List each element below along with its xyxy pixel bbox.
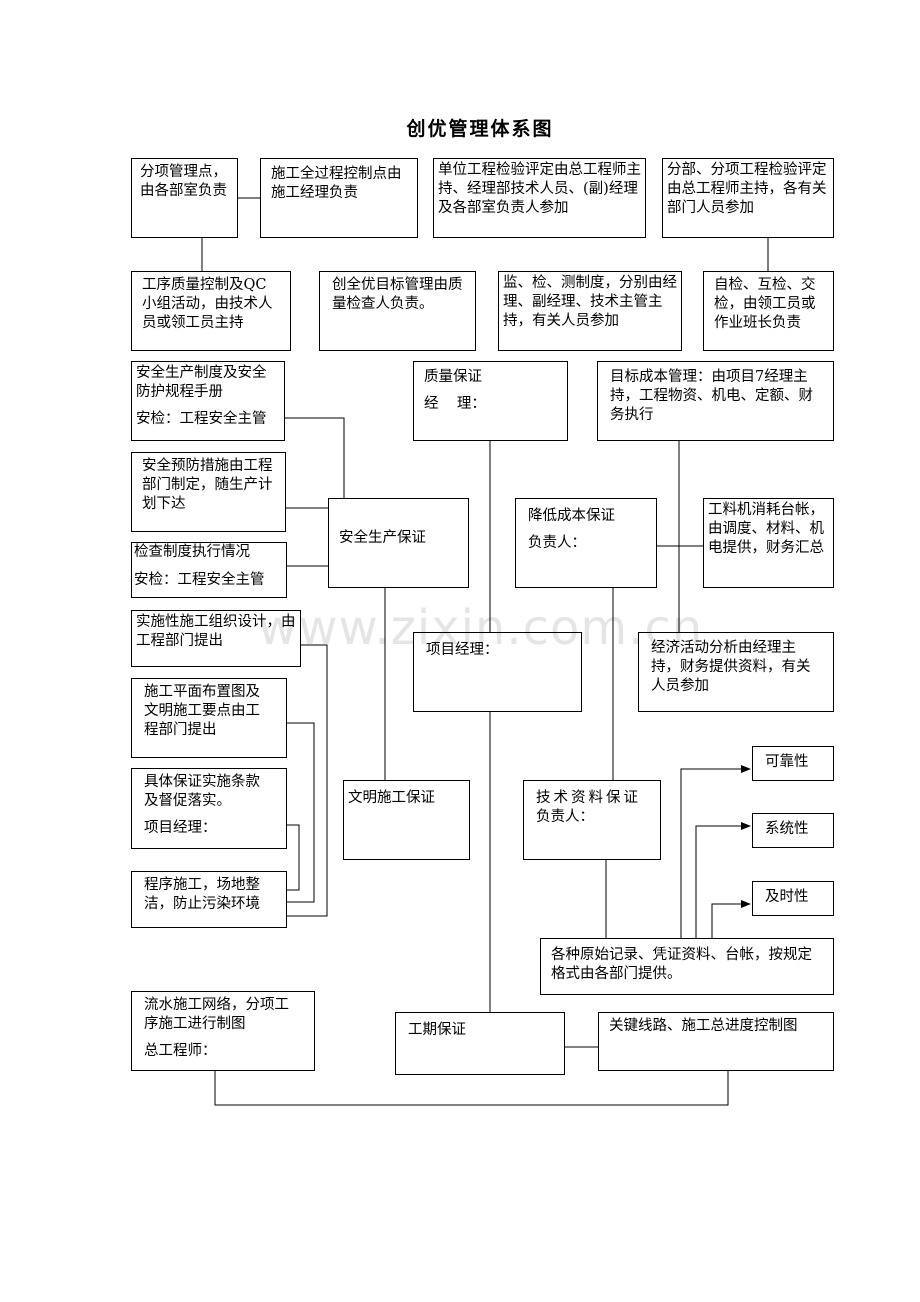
box-construction-design: 实施性施工组织设计，由工程部门提出	[131, 610, 301, 667]
watermark-text: www.zixin.com.cn	[258, 600, 704, 656]
box-text: 工序质量控制及QC小组活动，由技术人员或领工员主持	[142, 277, 273, 331]
box-timeliness: 及时性	[752, 881, 834, 916]
box-text: 工料机消耗台帐，由调度、材料、机电提供，财务汇总	[708, 502, 824, 556]
box-excellence-target: 创全优目标管理由质量检查人负责。	[319, 271, 476, 351]
connector	[285, 417, 345, 498]
box-text: 可靠性	[765, 754, 809, 770]
box-text: 质量保证	[424, 369, 482, 385]
box-economic-analysis: 经济活动分析由经理主持，财务提供资料，有关人员参加	[638, 632, 834, 712]
box-text: 关键线路、施工总进度控制图	[609, 1018, 798, 1034]
box-orderly-construction: 程序施工，场地整洁，防止污染环境	[131, 871, 287, 928]
box-text: 目标成本管理：由项目7经理主持，工程物资、机电、定额、财务执行	[610, 369, 813, 423]
connector	[214, 1071, 729, 1106]
box-text: 分项管理点，由各部室负责	[140, 164, 227, 199]
box-text: 程序施工，场地整洁，防止污染环境	[144, 877, 260, 912]
box-text: 技术资料保证	[536, 790, 641, 806]
page-title: 创优管理体系图	[406, 118, 554, 140]
box-text: 项目经理：	[144, 820, 217, 836]
box-text: 安检：工程安全主管	[136, 411, 267, 427]
box-safety-precautions: 安全预防措施由工程部门制定，随生产计划下达	[131, 452, 286, 532]
box-schedule-assurance: 工期保证	[395, 1012, 565, 1075]
box-text: 安全生产制度及安全防护规程手册	[136, 365, 267, 400]
box-critical-path: 关键线路、施工总进度控制图	[598, 1012, 834, 1071]
box-text: 创全优目标管理由质量检查人负责。	[332, 277, 463, 312]
box-consumption-ledger: 工料机消耗台帐，由调度、材料、机电提供，财务汇总	[703, 498, 834, 588]
box-text: 监、检、测制度，分别由经理、副经理、技术主管主持，有关人员参加	[503, 275, 677, 329]
connector	[695, 822, 751, 938]
box-text: 分部、分项工程检验评定由总工程师主持，各有关部门人员参加	[667, 162, 827, 216]
box-original-records: 各种原始记录、凭证资料、台帐，按规定格式由各部门提供。	[540, 938, 834, 995]
box-site-layout: 施工平面布置图及文明施工要点由工程部门提出	[131, 678, 287, 758]
box-text: 经 理：	[424, 396, 486, 412]
connector	[711, 900, 751, 938]
box-text: 流水施工网络，分项工序施工进行制图	[144, 997, 289, 1032]
box-monitoring-system: 监、检、测制度，分别由经理、副经理、技术主管主持，有关人员参加	[498, 271, 682, 351]
box-target-cost: 目标成本管理：由项目7经理主持，工程物资、机电、定额、财务执行	[597, 361, 834, 441]
box-sub-inspection: 分部、分项工程检验评定由总工程师主持，各有关部门人员参加	[662, 158, 834, 238]
box-text: 施工平面布置图及文明施工要点由工程部门提出	[144, 684, 260, 738]
box-text: 工期保证	[408, 1022, 466, 1038]
connector	[680, 765, 751, 938]
box-text: 安全预防措施由工程部门制定，随生产计划下达	[142, 458, 273, 512]
box-implementation-terms: 具体保证实施条款及督促落实。 项目经理：	[131, 768, 287, 849]
box-flow-network: 流水施工网络，分项工序施工进行制图 总工程师：	[131, 991, 315, 1071]
box-text: 具体保证实施条款及督促落实。	[144, 774, 260, 809]
box-safety-assurance: 安全生产保证	[328, 498, 469, 588]
box-safety-manual: 安全生产制度及安全防护规程手册 安检：工程安全主管	[131, 361, 285, 441]
box-text: 实施性施工组织设计，由工程部门提出	[136, 614, 296, 649]
box-text: 单位工程检验评定由总工程师主持、经理部技术人员、(副)经理及各部室负责人参加	[438, 162, 641, 216]
connector	[287, 644, 328, 917]
box-project-manager: 项目经理：	[413, 632, 582, 712]
box-self-inspection: 自检、互检、交检，由领工员或作业班长负责	[703, 271, 834, 351]
box-cost-reduction: 降低成本保证 负责人：	[515, 498, 657, 588]
box-item-management-point: 分项管理点，由各部室负责	[131, 158, 238, 238]
box-inspection-execution: 检查制度执行情况 安检：工程安全主管	[131, 542, 287, 598]
box-text: 施工全过程控制点由施工经理负责	[271, 166, 402, 201]
box-unit-inspection: 单位工程检验评定由总工程师主持、经理部技术人员、(副)经理及各部室负责人参加	[433, 158, 646, 238]
box-text: 总工程师：	[144, 1043, 217, 1059]
box-text: 经济活动分析由经理主持，财务提供资料，有关人员参加	[651, 640, 811, 694]
box-text: 降低成本保证	[528, 508, 615, 524]
connector	[287, 722, 315, 903]
box-text: 系统性	[765, 821, 809, 837]
box-text: 检查制度执行情况	[134, 544, 250, 560]
box-quality-assurance: 质量保证 经 理：	[413, 361, 568, 441]
box-systematic: 系统性	[752, 813, 834, 848]
box-text: 负责人：	[536, 809, 594, 825]
box-qc-activities: 工序质量控制及QC小组活动，由技术人员或领工员主持	[131, 271, 291, 351]
box-technical-data: 技术资料保证 负责人：	[523, 780, 661, 860]
box-civilized-construction: 文明施工保证	[343, 780, 470, 860]
box-text: 安全生产保证	[339, 530, 426, 546]
box-text: 负责人：	[528, 535, 586, 551]
box-process-control-point: 施工全过程控制点由施工经理负责	[260, 158, 418, 238]
box-reliability: 可靠性	[752, 746, 834, 781]
box-text: 文明施工保证	[348, 790, 435, 806]
connector	[287, 824, 300, 891]
box-text: 及时性	[765, 889, 809, 905]
box-text: 项目经理：	[426, 642, 499, 658]
box-text: 安检：工程安全主管	[134, 572, 265, 588]
box-text: 各种原始记录、凭证资料、台帐，按规定格式由各部门提供。	[551, 947, 812, 982]
box-text: 自检、互检、交检，由领工员或作业班长负责	[714, 277, 816, 331]
